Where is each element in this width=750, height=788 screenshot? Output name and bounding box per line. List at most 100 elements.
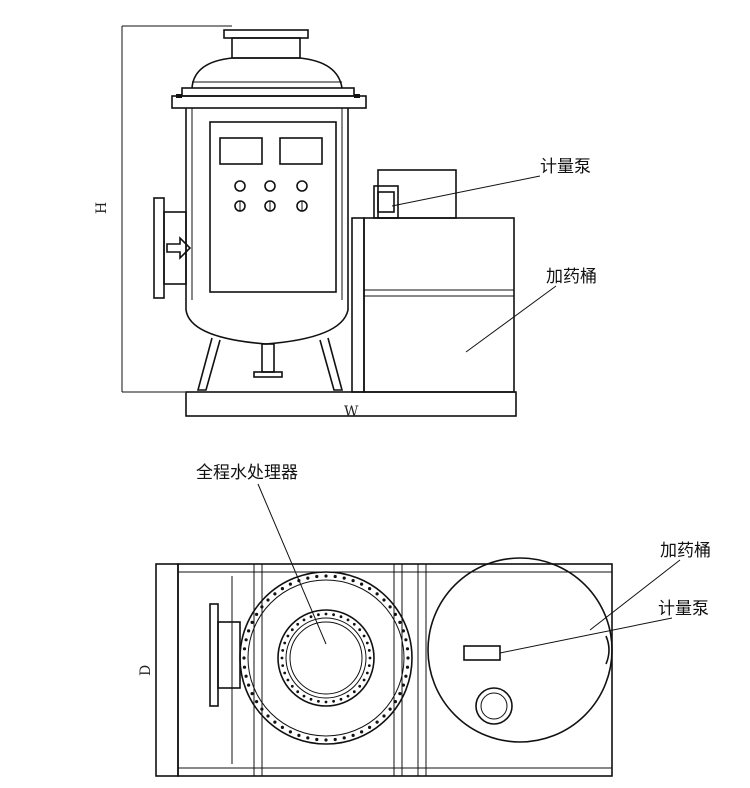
bolt-dot <box>401 629 405 633</box>
bolt-dot <box>367 649 371 652</box>
bolt-dot <box>342 736 346 740</box>
bolt-dot <box>260 605 264 609</box>
body-flange <box>171 87 367 109</box>
bolt-dot <box>286 678 290 682</box>
bolt-dot <box>281 664 285 667</box>
bolt-dot <box>382 714 386 718</box>
bolt-dot <box>404 674 408 678</box>
bolt-dot <box>324 612 328 616</box>
bolt-dot <box>266 598 270 602</box>
bolt-dot <box>280 725 284 730</box>
bolt-dot <box>297 733 301 738</box>
water-processor-label: 全程水处理器 <box>196 463 298 483</box>
bolt-dot <box>351 579 355 583</box>
bolt-dot <box>281 649 285 652</box>
bolt-dot <box>339 615 343 619</box>
leader-line <box>499 617 673 654</box>
metering-pump-label-top: 计量泵 <box>658 599 709 619</box>
bolt-dot <box>352 690 356 694</box>
bolt-dot <box>250 692 254 696</box>
indicator-light <box>264 180 276 192</box>
dosing-tank-top <box>427 557 613 743</box>
indicator-light <box>296 180 308 192</box>
width-dim-label: W <box>344 404 359 420</box>
bolt-dot <box>283 671 287 675</box>
bolt-dot <box>250 620 254 625</box>
bolt-dot <box>290 628 294 632</box>
bolt-dot <box>247 629 251 633</box>
bolt-dot <box>286 634 290 638</box>
display-left <box>219 137 263 165</box>
bolt-dot <box>365 641 369 645</box>
bolt-dot <box>368 725 372 730</box>
bolt-dot <box>405 665 410 669</box>
bolt-dot <box>306 736 310 740</box>
bolt-dot <box>393 612 397 617</box>
height-dim-label: H <box>94 202 110 214</box>
bolt-dot <box>360 730 364 734</box>
bolt-dot <box>401 683 405 687</box>
bolt-dot <box>242 656 246 660</box>
bolt-dot <box>255 612 259 617</box>
metering-pump-top <box>463 645 501 661</box>
bolt-dot <box>324 738 328 742</box>
bolt-dot <box>339 697 343 701</box>
indicator-light <box>234 180 246 192</box>
bolt-dot <box>315 574 319 579</box>
bolt-dot <box>398 692 402 696</box>
bolt-dot <box>280 656 284 660</box>
inlet-nozzle <box>153 197 192 299</box>
bolt-dot <box>317 613 320 617</box>
bolt-dot <box>315 737 319 742</box>
bolt-dot <box>393 700 397 704</box>
bolt-dot <box>273 592 277 596</box>
metering-pump-front <box>373 169 457 219</box>
bolt-dot <box>247 683 251 687</box>
display-right <box>279 137 323 165</box>
top-frame <box>177 563 613 777</box>
bolt-dot <box>317 699 320 703</box>
bolt-dot <box>352 622 356 626</box>
front-view: H <box>94 25 597 420</box>
bolt-dot <box>306 576 310 580</box>
bolt-dot <box>324 574 328 578</box>
bolt-dot <box>324 700 328 704</box>
bolt-dot <box>242 665 247 669</box>
bolt-dot <box>351 733 355 738</box>
bolt-dot <box>266 714 270 718</box>
leader-line <box>465 285 557 353</box>
base-plate: W <box>185 391 517 420</box>
bolt-dot <box>333 737 337 742</box>
bolt-dot <box>255 700 259 704</box>
bolt-dot <box>368 587 372 591</box>
bolt-dot <box>368 656 372 660</box>
bolt-dot <box>346 618 350 622</box>
bolt-dot <box>332 613 335 617</box>
bolt-dot <box>332 699 335 703</box>
bolt-dot <box>362 634 366 638</box>
bolt-dot <box>302 694 306 698</box>
dosing-tank-label-front: 加药桶 <box>546 267 597 287</box>
depth-dim-label: D <box>138 665 154 676</box>
bolt-dot <box>360 582 364 586</box>
bolt-dot <box>260 707 264 711</box>
bolt-dot <box>358 684 362 688</box>
tank-opening <box>475 687 513 725</box>
inlet-nozzle-top <box>209 603 241 707</box>
vessel-legs <box>196 337 344 391</box>
bolt-dot <box>365 671 369 675</box>
bolt-dot <box>404 638 408 642</box>
bolt-dot <box>358 628 362 632</box>
bolt-dot <box>273 720 277 724</box>
drain-pipe <box>261 343 275 373</box>
depth-dimension: D <box>138 563 179 777</box>
bolt-dot <box>296 622 300 626</box>
bolt-dot <box>382 598 386 602</box>
bolt-dot <box>242 647 247 651</box>
bolt-dot <box>288 730 292 734</box>
bolt-dot <box>244 674 248 678</box>
dosing-tank-label-top: 加药桶 <box>660 541 711 561</box>
bolt-dot <box>296 690 300 694</box>
vessel-dome <box>191 57 343 89</box>
